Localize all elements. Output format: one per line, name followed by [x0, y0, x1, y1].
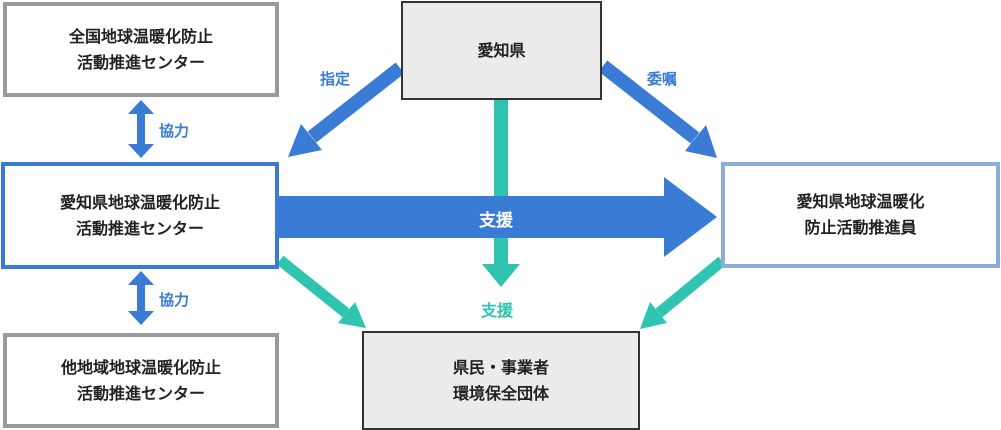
- citizens-box: 県民・事業者 環境保全団体: [362, 331, 640, 430]
- commission-arrow-head: [685, 125, 717, 158]
- commission-arrow-shaft: [598, 60, 700, 144]
- cooperation-bottom-arrow-shaft: [137, 283, 145, 313]
- support-main-arrow-shaft: [279, 196, 666, 238]
- support-main-label: 支援: [479, 211, 513, 231]
- other-center-label: 他地域地球温暖化防止 活動推進センター: [60, 357, 221, 403]
- center-to-citizens-shaft: [276, 255, 350, 318]
- other-center-box: 他地域地球温暖化防止 活動推進センター: [3, 333, 279, 428]
- support-down-arrow-shaft: [494, 100, 508, 268]
- aichi-pref-label: 愛知県: [477, 40, 526, 60]
- designation-arrow-head: [288, 124, 322, 157]
- national-center-label: 全国地球温暖化防止 活動推進センター: [68, 26, 213, 72]
- promoters-box: 愛知県地球温暖化 防止活動推進員: [721, 162, 1000, 268]
- designation-arrow-shaft: [307, 62, 405, 143]
- cooperation-bottom-arrow-head-down: [128, 311, 154, 325]
- center-to-citizens-head: [338, 302, 366, 328]
- aichi-center-label: 愛知県地球温暖化防止 活動推進センター: [59, 192, 220, 238]
- aichi-center-box: 愛知県地球温暖化防止 活動推進センター: [1, 162, 279, 269]
- promoters-to-citizens-shaft: [655, 256, 726, 318]
- cooperation-top-arrow-head-up: [128, 100, 154, 114]
- cooperation-top-arrow-head-down: [128, 144, 154, 158]
- aichi-pref-box: 愛知県: [401, 1, 602, 100]
- support-main-arrow-head: [664, 177, 717, 257]
- cooperation-top-label: 協力: [159, 122, 190, 140]
- cooperation-bottom-arrow-head-up: [128, 271, 154, 285]
- commission-label: 委嘱: [647, 70, 678, 88]
- promoters-label: 愛知県地球温暖化 防止活動推進員: [796, 192, 925, 237]
- citizens-label: 県民・事業者 環境保全団体: [452, 357, 549, 403]
- cooperation-bottom-label: 協力: [159, 291, 190, 309]
- national-center-box: 全国地球温暖化防止 活動推進センター: [3, 2, 279, 97]
- promoters-to-citizens-head: [640, 302, 667, 329]
- support-down-arrow-head: [482, 264, 520, 287]
- support-down-label: 支援: [481, 301, 514, 320]
- cooperation-top-arrow-shaft: [137, 112, 145, 146]
- designation-label: 指定: [320, 70, 351, 88]
